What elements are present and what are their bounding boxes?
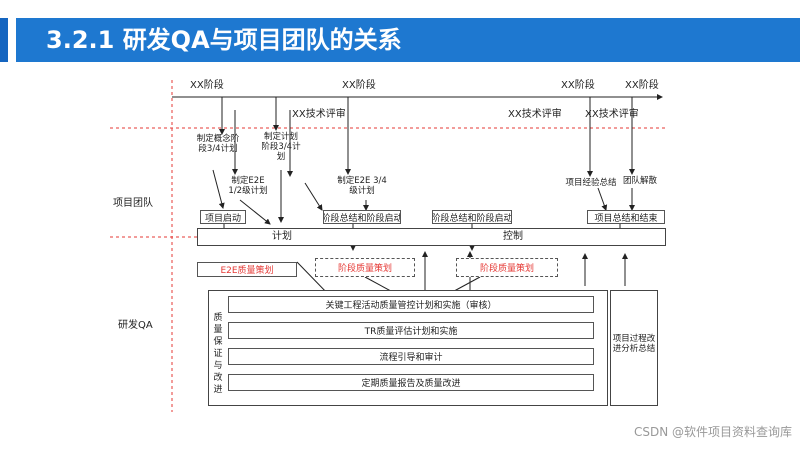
title-bar: [16, 18, 800, 62]
milestone-stage-review-1: 阶段总结和阶段启动: [323, 210, 401, 224]
stage-label-1: XX阶段: [190, 80, 224, 91]
qa-planning-stage-1: 阶段质量策划: [315, 258, 415, 277]
milestone-stage-review-2: 阶段总结和阶段启动: [432, 210, 512, 224]
bar-label-plan: 计划: [272, 231, 292, 242]
annotation-experience: 项目经验总结: [565, 178, 617, 188]
watermark: CSDN @软件项目资料查询库: [633, 425, 792, 439]
title-accent: [0, 18, 8, 62]
milestone-kickoff: 项目启动: [200, 210, 246, 224]
page-title: 3.2.1 研发QA与项目团队的关系: [46, 26, 402, 54]
qa-row-4: 定期质量报告及质量改进: [228, 374, 594, 391]
improvement-panel: [610, 290, 658, 406]
section-label-team: 项目团队: [113, 198, 153, 209]
qa-planning-stage-2: 阶段质量策划: [456, 258, 558, 277]
annotation-plan-plan: 制定计划阶段3/4计划: [261, 132, 301, 162]
qa-assurance-label: 质量保证与改进: [213, 313, 223, 395]
review-label-1: XX技术评审: [292, 109, 346, 120]
improvement-label: 项目过程改进分析总结: [612, 334, 656, 354]
review-label-3: XX技术评审: [585, 109, 639, 120]
bar-label-control: 控制: [503, 231, 523, 242]
milestone-closure: 项目总结和结束: [587, 210, 665, 224]
annotation-e2e-12: 制定E2E 1/2级计划: [228, 176, 268, 196]
qa-planning-e2e: E2E质量策划: [197, 262, 297, 277]
stage-label-4: XX阶段: [625, 80, 659, 91]
annotation-concept-plan: 制定概念阶段3/4计划: [196, 134, 240, 154]
annotation-disband: 团队解散: [622, 176, 657, 186]
plan-control-bar: [197, 228, 666, 246]
review-label-2: XX技术评审: [508, 109, 562, 120]
stage-label-2: XX阶段: [342, 80, 376, 91]
stage-label-3: XX阶段: [561, 80, 595, 91]
qa-row-3: 流程引导和审计: [228, 348, 594, 365]
qa-row-2: TR质量评估计划和实施: [228, 322, 594, 339]
qa-row-1: 关键工程活动质量管控计划和实施（审核）: [228, 296, 594, 313]
section-label-qa: 研发QA: [118, 320, 153, 331]
annotation-e2e-34: 制定E2E 3/4级计划: [337, 176, 387, 196]
